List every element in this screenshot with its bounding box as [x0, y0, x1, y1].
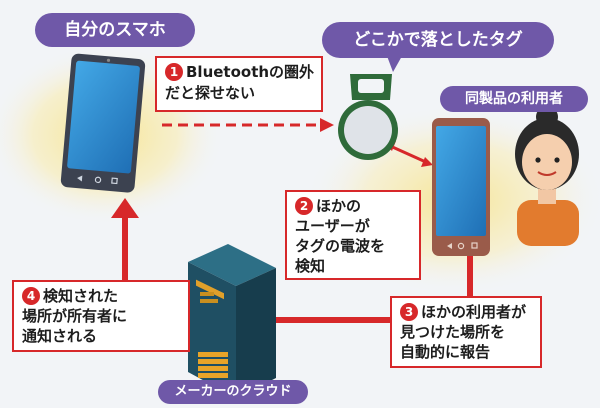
- tag-label-tail: [387, 56, 402, 72]
- step-2-line-4: 検知: [295, 257, 326, 275]
- other-user-phone-icon: [432, 118, 490, 256]
- step-4-number: 4: [22, 287, 40, 305]
- step-1-line-2: だと探せない: [165, 84, 256, 102]
- cloud-label: メーカーのクラウド: [158, 380, 308, 404]
- step-2-line-3: タグの電波を: [295, 237, 386, 255]
- step-4-line-1: 検知された: [43, 287, 119, 305]
- signal-arrow-head-right: [421, 157, 433, 167]
- dashed-arrow-head: [320, 118, 334, 132]
- step-2-line-2: ユーザーが: [295, 217, 370, 235]
- tag-icon: [338, 74, 398, 160]
- cloud-server-icon: [188, 244, 276, 398]
- step-3-line-3: 自動的に報告: [400, 343, 491, 361]
- other-user-label: 同製品の利用者: [440, 86, 588, 112]
- step-3-line-2: 見つけた場所を: [400, 323, 506, 341]
- step-4-line-2: 場所が所有者に: [22, 307, 128, 325]
- step-3-line-1: ほかの利用者が: [421, 303, 527, 321]
- my-phone-label: 自分のスマホ: [35, 13, 195, 47]
- lost-tag-label: どこかで落としたタグ: [322, 22, 554, 58]
- signal-arrow-line: [387, 143, 429, 165]
- step-1-number: 1: [165, 63, 183, 81]
- step-2-number: 2: [295, 197, 313, 215]
- my-phone-icon: [60, 53, 146, 193]
- arrow-up-head: [111, 198, 139, 218]
- other-user-person-icon: [515, 106, 579, 246]
- step-3-number: 3: [400, 303, 418, 321]
- step-1-line-1: Bluetoothの圏外: [186, 63, 315, 81]
- step-4-line-3: 通知される: [22, 327, 98, 345]
- step-2-line-1: ほかの: [316, 197, 362, 215]
